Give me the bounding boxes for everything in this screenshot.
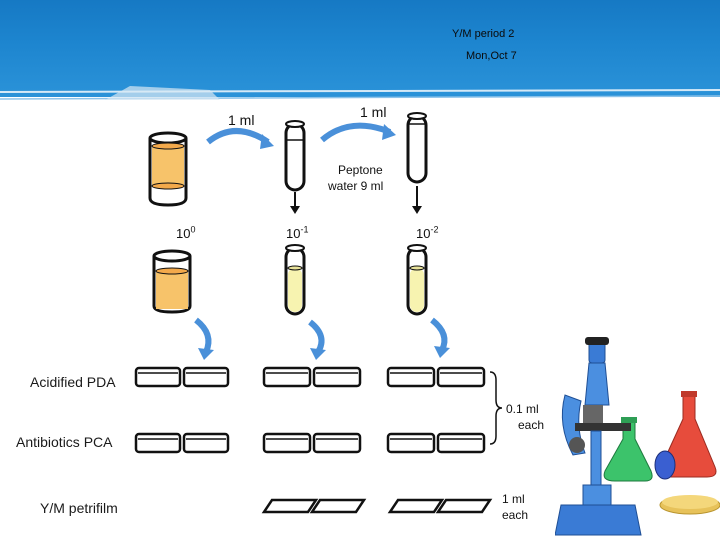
peptone-label-line1: Peptone	[338, 163, 383, 177]
transfer-arrow-2	[320, 122, 396, 143]
film-volume-line1: 1 ml	[502, 492, 525, 506]
petri-dish	[262, 366, 312, 388]
petri-dish	[182, 432, 230, 454]
plates-bracket	[489, 371, 503, 445]
petrifilm-sheet	[261, 498, 319, 514]
petri-dish	[134, 366, 182, 388]
header-date: Mon,Oct 7	[466, 50, 517, 62]
petrifilm-sheet	[435, 498, 493, 514]
dilution-bottle-0	[152, 249, 192, 314]
transfer-label-1: 1 ml	[228, 112, 255, 128]
transfer-arrow-1	[206, 128, 274, 149]
petrifilm-sheet	[309, 498, 367, 514]
plating-arrow-1	[308, 319, 326, 360]
plate-volume-line2: each	[518, 418, 545, 432]
header-banner	[0, 0, 720, 94]
pca-plates	[134, 432, 486, 454]
petrifilm-sheet	[387, 498, 445, 514]
petri-dish	[134, 432, 182, 454]
culture-dish	[659, 495, 720, 515]
peptone-tube-2	[406, 112, 428, 184]
media-label-petrifilm: Y/M petrifilm	[40, 500, 118, 516]
header-title: Y/M period 2	[452, 28, 515, 40]
header-bottom-band	[0, 94, 720, 97]
plating-arrow-0	[194, 317, 214, 360]
down-arrow-2	[412, 186, 422, 214]
flask-blue	[654, 450, 676, 480]
header-graphic	[105, 86, 220, 100]
petri-dish	[182, 366, 230, 388]
microscope-body	[555, 337, 642, 536]
flask-green	[603, 417, 653, 482]
petrifilm-row	[261, 498, 493, 514]
dilution-label-0: 100	[176, 224, 196, 241]
plating-arrow-2	[430, 317, 450, 358]
stock-bottle	[148, 131, 188, 207]
media-label-pda: Acidified PDA	[30, 374, 116, 390]
plate-volume-line1: 0.1 ml	[506, 402, 539, 416]
transfer-label-2: 1 ml	[360, 104, 387, 120]
microscope-illustration	[555, 337, 720, 536]
dilution-tube-2	[406, 244, 428, 316]
down-arrow-1	[290, 192, 300, 214]
petri-dish	[262, 432, 312, 454]
peptone-label-line2: water 9 ml	[328, 179, 384, 193]
peptone-tube-1	[284, 120, 306, 192]
petri-dish	[386, 366, 436, 388]
dilution-label-1: 10-1	[286, 224, 309, 241]
petri-dish	[436, 366, 486, 388]
dilution-label-2: 10-2	[416, 224, 439, 241]
film-volume-line2: each	[502, 508, 529, 522]
dilution-tube-1	[284, 244, 306, 316]
petri-dish	[312, 432, 362, 454]
pda-plates	[134, 366, 486, 388]
media-label-pca: Antibiotics PCA	[16, 434, 113, 450]
petri-dish	[386, 432, 436, 454]
petri-dish	[312, 366, 362, 388]
petri-dish	[436, 432, 486, 454]
